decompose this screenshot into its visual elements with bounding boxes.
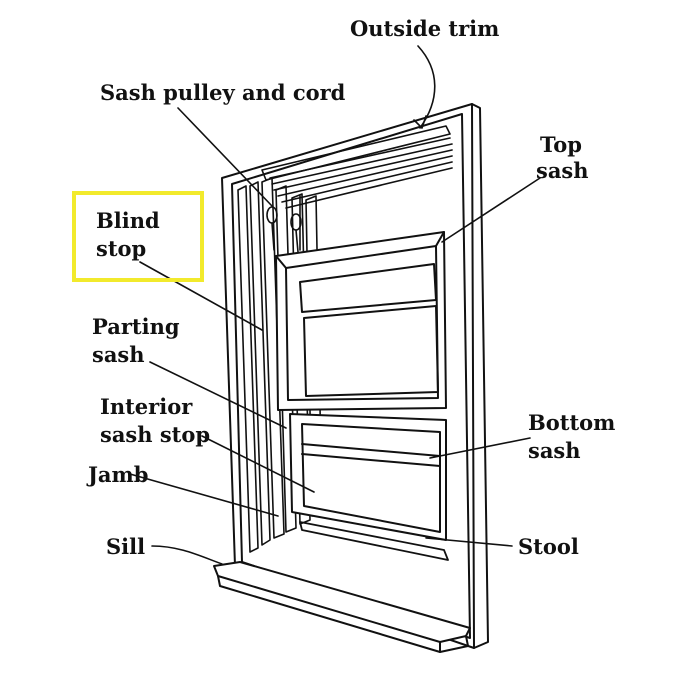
label-top-sash-line1: Top (540, 132, 582, 157)
label-parting-sash-line2: sash (92, 342, 145, 367)
label-blind-stop-line2: stop (96, 236, 147, 261)
label-top-sash-line2: sash (536, 158, 589, 183)
label-outside-trim: Outside trim (350, 16, 500, 41)
label-bottom-sash-line1: Bottom (528, 410, 616, 435)
header-rails (261, 125, 453, 251)
label-interior-stop-line2: sash stop (100, 422, 211, 447)
top-sash-shape (275, 231, 447, 411)
label-stool: Stool (518, 534, 579, 559)
blind-stop-highlight-box (72, 191, 204, 282)
label-sill: Sill (106, 534, 146, 559)
label-jamb: Jamb (88, 462, 149, 487)
sash-pulley-shape (266, 206, 302, 253)
label-blind-stop-line1: Blind (96, 208, 160, 233)
label-parting-sash-line1: Parting (92, 314, 180, 339)
stool-shape (299, 521, 449, 561)
leader-lines (129, 45, 541, 565)
sill-shape (213, 561, 471, 653)
label-interior-stop-line1: Interior (100, 394, 193, 419)
label-bottom-sash-line2: sash (528, 438, 581, 463)
label-sash-pulley: Sash pulley and cord (100, 80, 346, 105)
